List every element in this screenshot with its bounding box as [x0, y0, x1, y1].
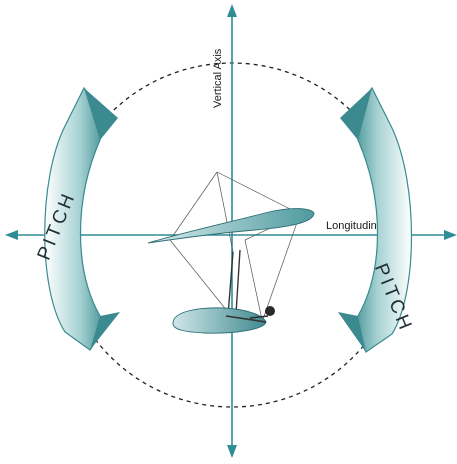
longitudinal-axis-arrowhead-left [5, 230, 18, 240]
vertical-axis-arrowhead-top [227, 4, 237, 17]
pilot-head [265, 306, 275, 316]
glider-wing [148, 209, 314, 243]
longitudinal-axis-arrowhead-right [444, 230, 457, 240]
vertical-axis-arrowhead-bottom [227, 445, 237, 458]
hang-glider-illustration [148, 172, 314, 333]
vertical-axis-label: Vertical Axis [212, 48, 224, 108]
